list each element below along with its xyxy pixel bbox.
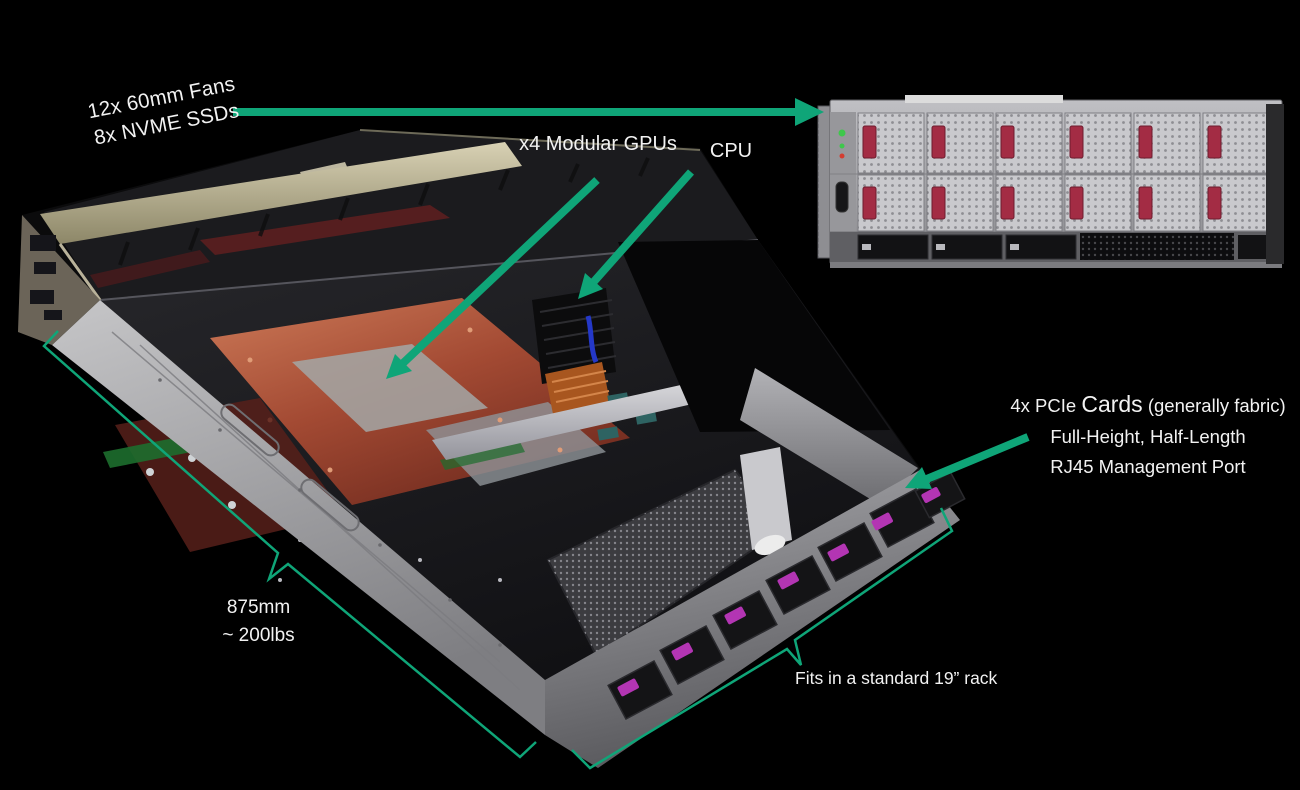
drive-tray [857,234,1077,260]
top-sticker [905,95,1063,103]
left-side-wall [52,243,545,735]
front-io-face [18,215,100,345]
pcie-card-modules [607,471,966,720]
fan-row-bottom [857,174,1270,232]
drive-bay-row [830,232,1282,262]
cpu-label: CPU [709,140,753,162]
rack-width-bracket [571,507,954,770]
pcie-latches [617,487,941,697]
annotations [42,98,1030,770]
server-front-view [817,95,1284,268]
fans-arrow-icon [233,98,824,126]
rear-pcie-area [545,470,966,768]
weight-value: ~ 200lbs [222,624,295,646]
dimension-label: 875mm ~ 200lbs [186,594,331,649]
cpu-arrow-icon [578,169,694,299]
pcie-label-line1: 4x PCIe Cards (generally fabric) [1010,391,1286,417]
open-chassis-illustration [18,129,966,768]
pcie-cards-emphasis: Cards [1081,391,1143,417]
chassis-front-rim [40,142,522,244]
power-led [838,129,846,137]
fan-row-top [857,112,1270,174]
pcie-arrow-icon [905,433,1030,489]
gpu-label: x4 Modular GPUs [519,133,677,155]
depth-value: 875mm [226,597,291,618]
pcie-label-line3: RJ45 Management Port [1050,456,1246,477]
status-led [839,143,845,149]
blue-cable [585,315,599,363]
gpu-arrow-icon [386,177,600,379]
pcie-label: 4x PCIe Cards (generally fabric) Full-He… [995,389,1300,483]
rack-label: Fits in a standard 19” rack [795,668,998,688]
rear-wall [740,368,918,505]
alert-led [839,153,845,159]
pcie-label-line2: Full-Height, Half-Length [1050,425,1246,447]
depth-dimension-bracket [42,330,537,759]
fan-handle [862,125,877,159]
